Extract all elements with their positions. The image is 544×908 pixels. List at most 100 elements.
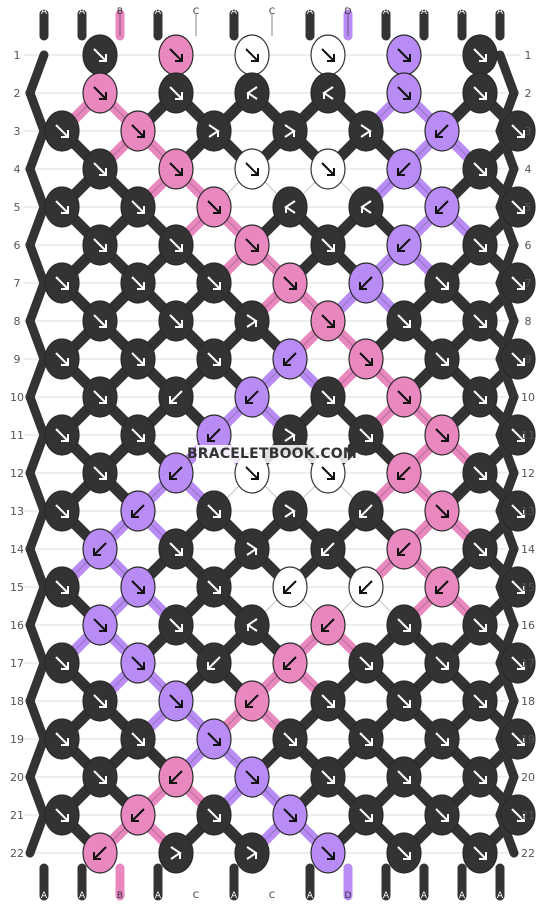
knot-direction-arrow-icon	[55, 276, 69, 290]
knot-direction-arrow-icon	[397, 238, 411, 252]
edge-strand-left	[25, 278, 49, 326]
knot-direction-arrow-icon	[246, 542, 258, 556]
knot-direction-arrow-icon	[207, 808, 221, 822]
knot-grid	[44, 34, 536, 874]
knot-direction-arrow-icon	[207, 428, 221, 442]
knot-direction-arrow-icon	[245, 162, 259, 176]
knot-direction-arrow-icon	[284, 428, 296, 442]
knot-direction-arrow-icon	[284, 124, 296, 138]
knot-direction-arrow-icon	[131, 732, 145, 746]
row-label-right: 13	[521, 505, 535, 518]
knot-direction-arrow-icon	[93, 542, 107, 556]
row-label-right: 9	[525, 353, 532, 366]
knot-direction-arrow-icon	[473, 86, 487, 100]
knot	[234, 72, 270, 114]
row-label-left: 2	[14, 87, 21, 100]
knot-direction-arrow-icon	[169, 238, 183, 252]
knot-direction-arrow-icon	[359, 428, 373, 442]
row-label-left: 9	[14, 353, 21, 366]
string-letter-bottom: C	[193, 891, 199, 901]
knot-direction-arrow-icon	[321, 466, 335, 480]
string-letter-top: A	[79, 7, 86, 17]
knot-direction-arrow-icon	[169, 314, 183, 328]
knot-direction-arrow-icon	[435, 428, 449, 442]
knot-direction-arrow-icon	[131, 808, 145, 822]
string-letter-bottom: A	[307, 891, 314, 901]
knot-direction-arrow-icon	[169, 542, 183, 556]
row-label-left: 10	[10, 391, 24, 404]
knot-direction-arrow-icon	[511, 808, 525, 822]
string-letter-bottom: A	[497, 891, 504, 901]
knot-direction-arrow-icon	[246, 618, 258, 632]
row-label-left: 5	[14, 201, 21, 214]
string-letter-bottom: A	[155, 891, 162, 901]
row-label-left: 1	[14, 49, 21, 62]
row-label-left: 16	[10, 619, 24, 632]
edge-strand-left	[25, 544, 49, 592]
row-label-right: 18	[521, 695, 535, 708]
knot-direction-arrow-icon	[169, 390, 183, 404]
row-label-right: 8	[525, 315, 532, 328]
knot-direction-arrow-icon	[511, 580, 525, 594]
knot-direction-arrow-icon	[283, 808, 297, 822]
knot-direction-arrow-icon	[207, 656, 221, 670]
knot-direction-arrow-icon	[473, 846, 487, 860]
string-letter-bottom: A	[41, 891, 48, 901]
row-label-left: 15	[10, 581, 24, 594]
knot-direction-arrow-icon	[283, 352, 297, 366]
knot-direction-arrow-icon	[207, 276, 221, 290]
string-letter-top: A	[307, 7, 314, 17]
knot-direction-arrow-icon	[397, 314, 411, 328]
edge-strand-left	[25, 772, 49, 820]
knot-direction-arrow-icon	[435, 352, 449, 366]
edge-strand-left	[25, 50, 49, 98]
string-letter-top: A	[497, 7, 504, 17]
knot-direction-arrow-icon	[131, 504, 145, 518]
string-letter-top: C	[193, 7, 199, 17]
knot-direction-arrow-icon	[511, 504, 525, 518]
edge-strand-left	[25, 658, 49, 706]
knot-direction-arrow-icon	[397, 466, 411, 480]
knot-direction-arrow-icon	[207, 200, 221, 214]
knot-direction-arrow-icon	[397, 162, 411, 176]
string-letter-top: C	[269, 7, 275, 17]
knot-direction-arrow-icon	[131, 656, 145, 670]
knot	[196, 110, 232, 152]
row-label-left: 6	[14, 239, 21, 252]
knot-direction-arrow-icon	[207, 732, 221, 746]
knot-direction-arrow-icon	[93, 314, 107, 328]
knot-direction-arrow-icon	[321, 390, 335, 404]
string-letter-top: D	[345, 7, 352, 17]
knot-direction-arrow-icon	[321, 694, 335, 708]
knot-direction-arrow-icon	[322, 86, 334, 100]
string-letter-bottom: C	[269, 891, 275, 901]
knot-direction-arrow-icon	[321, 846, 335, 860]
row-label-left: 18	[10, 695, 24, 708]
knot	[234, 528, 270, 570]
row-label-left: 4	[14, 163, 21, 176]
string-letter-bottom: A	[231, 891, 238, 901]
knot-direction-arrow-icon	[93, 86, 107, 100]
knot-direction-arrow-icon	[245, 238, 259, 252]
row-label-left: 22	[10, 847, 24, 860]
row-label-right: 6	[525, 239, 532, 252]
knot-direction-arrow-icon	[245, 770, 259, 784]
knot-direction-arrow-icon	[511, 656, 525, 670]
edge-strand-left	[25, 240, 49, 288]
knot-direction-arrow-icon	[321, 314, 335, 328]
knot-direction-arrow-icon	[55, 504, 69, 518]
knot-direction-arrow-icon	[359, 504, 373, 518]
string-letter-top: A	[383, 7, 390, 17]
knot-direction-arrow-icon	[321, 542, 335, 556]
knot-direction-arrow-icon	[511, 352, 525, 366]
knot-direction-arrow-icon	[435, 808, 449, 822]
string-letter-bottom: D	[345, 891, 352, 901]
knot-direction-arrow-icon	[359, 808, 373, 822]
knot	[310, 72, 346, 114]
string-letter-top: A	[155, 7, 162, 17]
knot-direction-arrow-icon	[397, 618, 411, 632]
knot-direction-arrow-icon	[435, 656, 449, 670]
knot-direction-arrow-icon	[397, 48, 411, 62]
knot-direction-arrow-icon	[245, 48, 259, 62]
